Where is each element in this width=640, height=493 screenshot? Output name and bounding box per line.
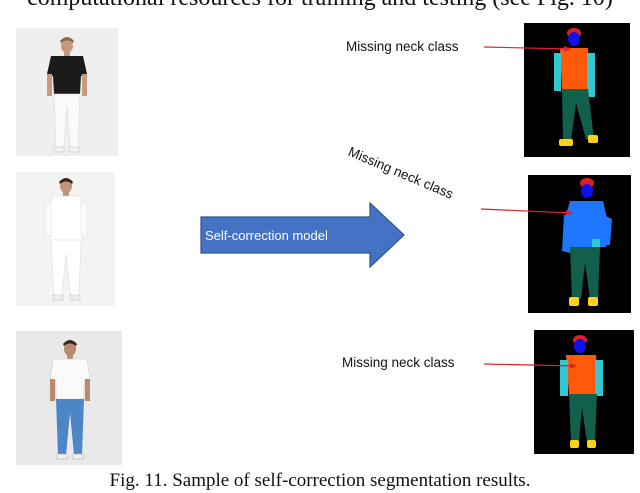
figure-caption: Fig. 11. Sample of self-correction segme… xyxy=(109,470,531,491)
annotation-missing-neck-3: Missing neck class xyxy=(342,355,455,370)
segmentation-mask-2 xyxy=(528,175,631,313)
segmentation-result-3 xyxy=(534,330,634,454)
preceding-body-text: computational resources for training and… xyxy=(0,0,640,12)
segmentation-result-1 xyxy=(524,23,630,157)
annotation-missing-neck-1: Missing neck class xyxy=(346,39,459,54)
input-photo-2 xyxy=(16,172,115,306)
segmentation-mask-3 xyxy=(534,330,634,454)
segmentation-mask-1 xyxy=(524,23,630,157)
right-arrow-icon xyxy=(200,202,405,268)
person-white-shirt-image xyxy=(16,172,115,306)
segmentation-result-2 xyxy=(528,175,631,313)
model-arrow xyxy=(200,202,406,268)
input-photo-1 xyxy=(16,28,118,156)
model-label: Self-correction model xyxy=(205,228,328,243)
person-jeans-image xyxy=(16,331,122,465)
annotation-missing-neck-2: Missing neck class xyxy=(346,144,456,202)
input-photo-3 xyxy=(16,331,122,465)
person-black-shirt-image xyxy=(16,28,118,156)
